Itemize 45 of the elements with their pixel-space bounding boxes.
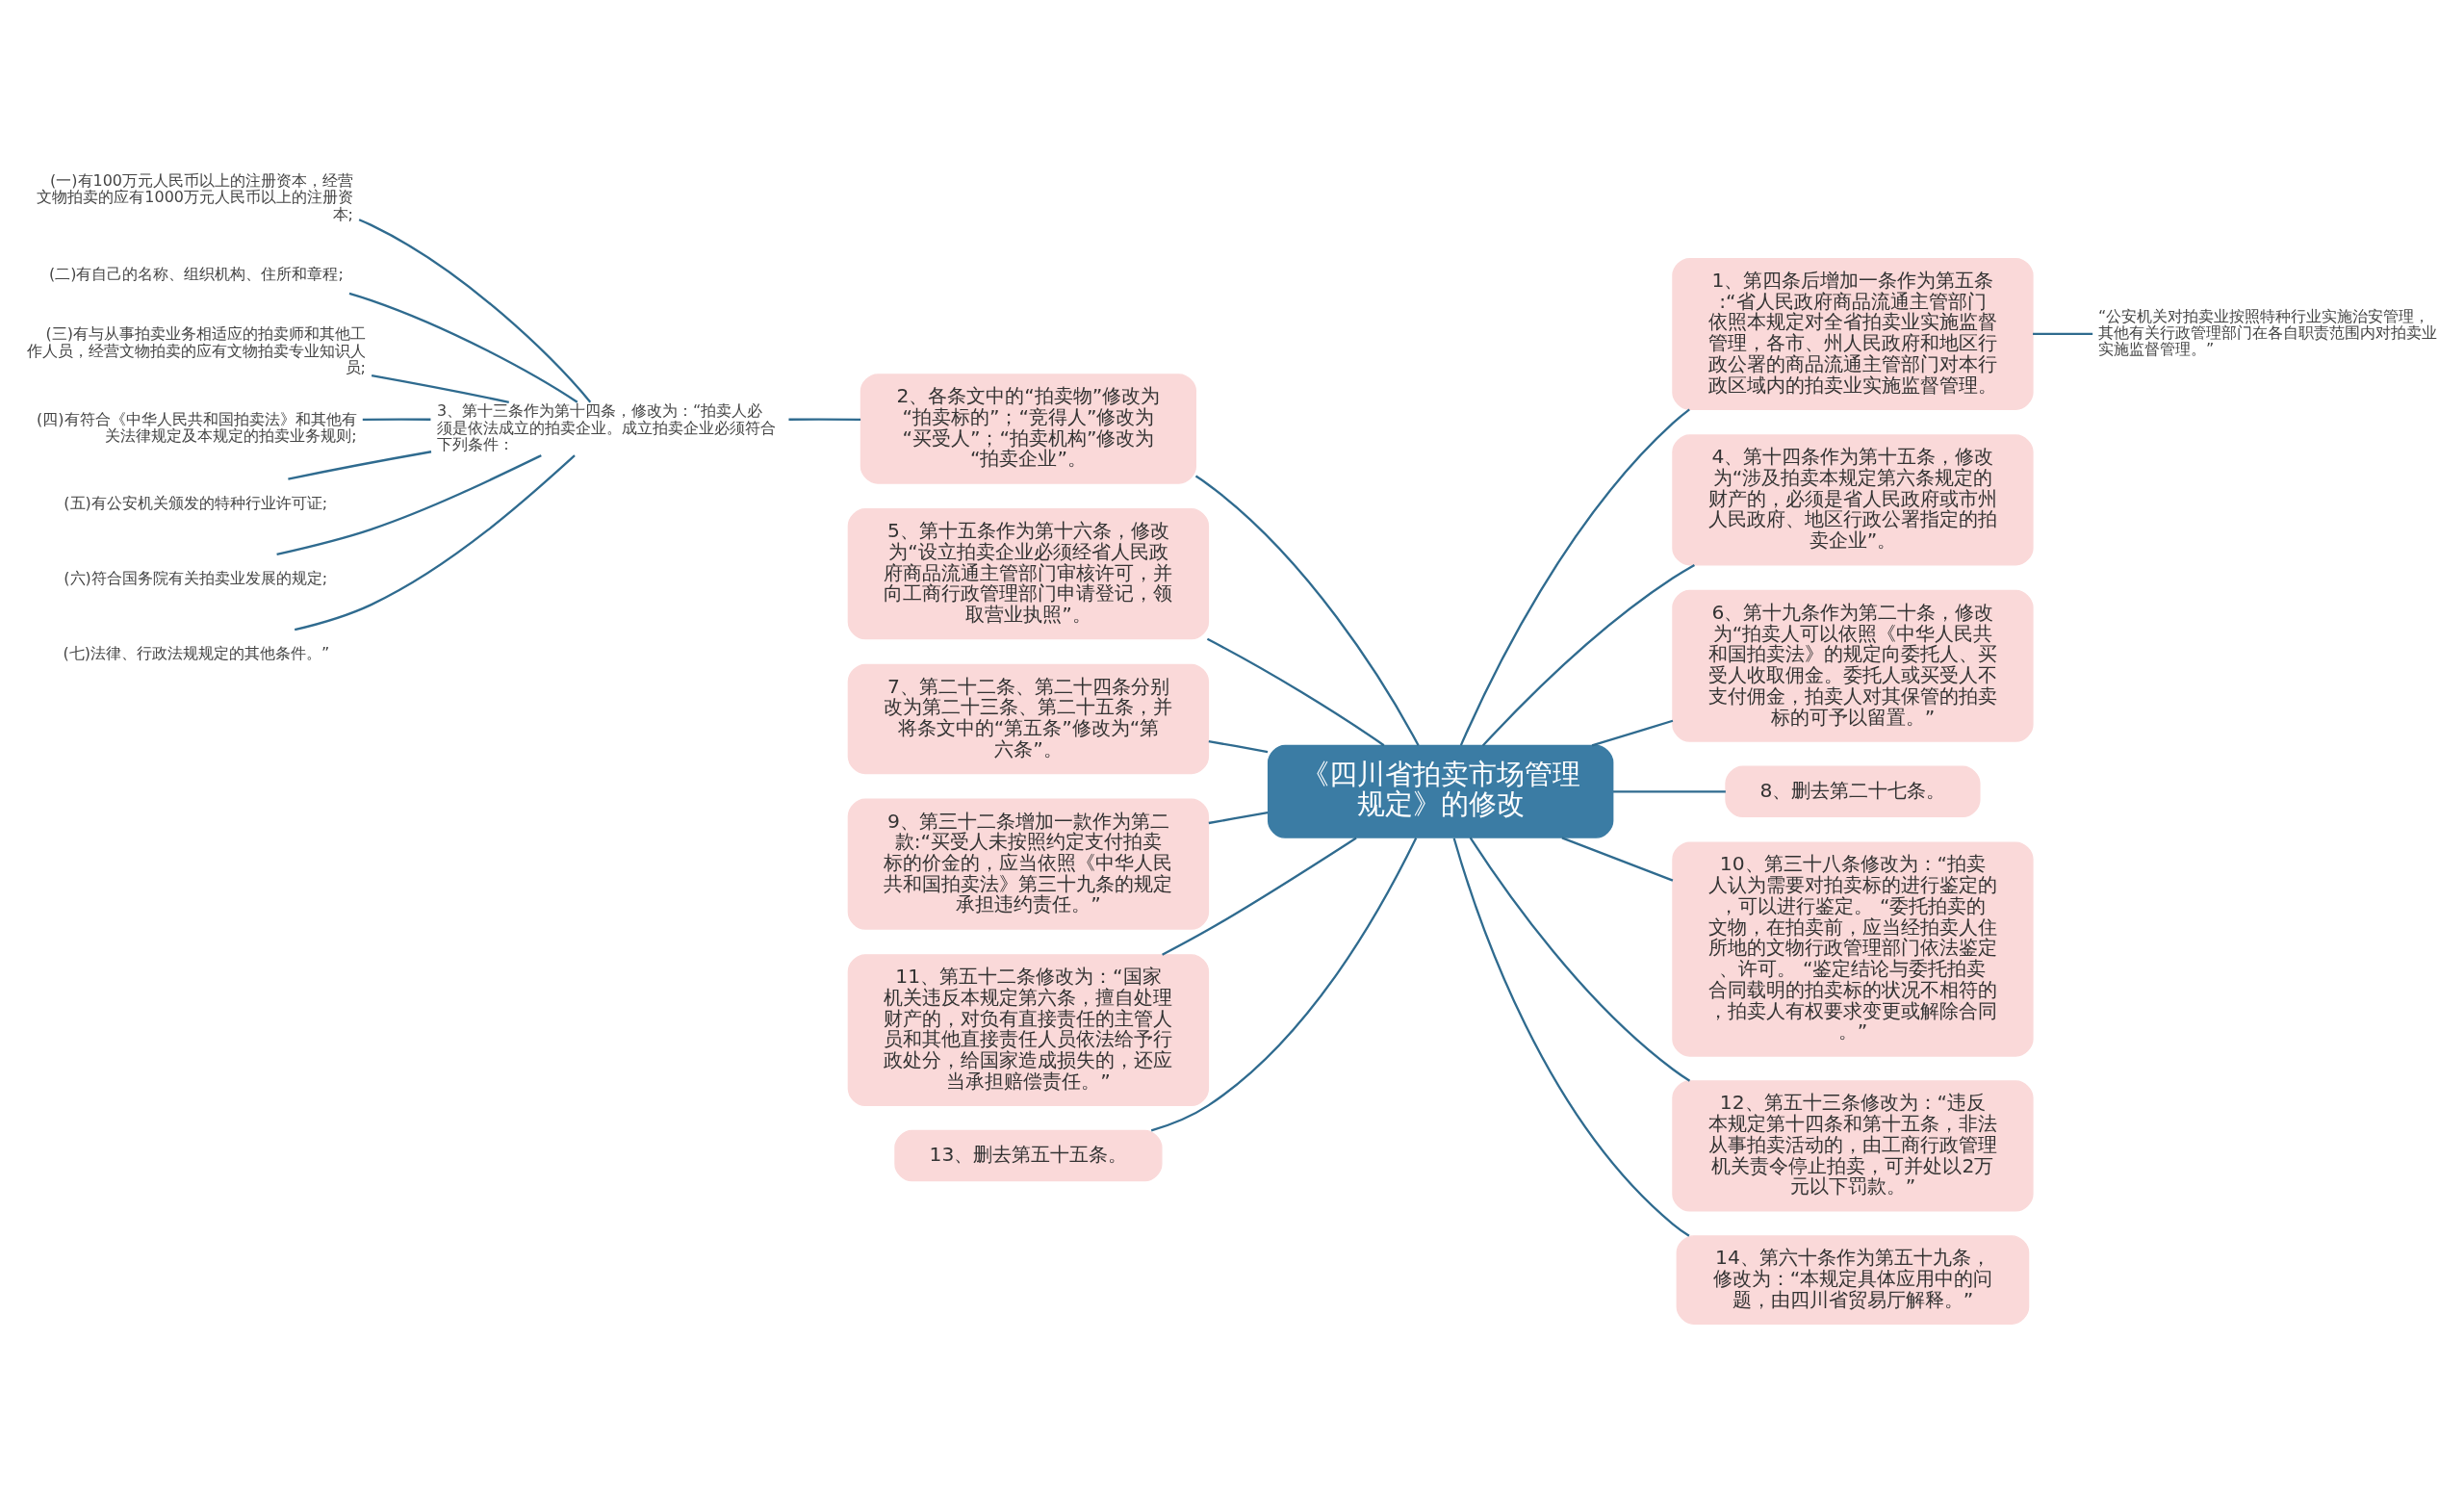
connector xyxy=(294,453,576,631)
connector xyxy=(1459,407,1690,746)
node-box: 10、第三十八条修改为：“拍卖人认为需要对拍卖标的进行鉴定的，可以进行鉴定。 “委托拍卖的文物，在拍卖前，应当经拍卖人住所地的文物行政管理部门依法鉴定、许可。 “鉴定结论与委托拍卖合同载明的拍卖标的状况不相符的，拍卖人有权要求变更或解除合同。” xyxy=(1672,840,2034,1057)
connector xyxy=(1591,719,1674,747)
node-box: 9、第三十二条增加一款作为第二款:“买受人未按照约定支付拍卖标的价金的，应当依照《中华人民共和国拍卖法》第三十九条的规定承担违约责任。” xyxy=(847,798,1210,930)
connector xyxy=(2033,332,2093,335)
connector xyxy=(1162,836,1357,956)
node-box: 1、第四条后增加一条作为第五条:“省人民政府商品流通主管部门依照本规定对全省拍卖业实施监督管理，各市、州人民政府和地区行政公署的商品流通主管部门对本行政区域内的拍卖业实施监督管理。 xyxy=(1672,257,2034,410)
node-box: 《四川省拍卖市场管理规定》的修改 xyxy=(1267,744,1614,838)
connector xyxy=(1452,837,1690,1237)
node-box: 2、各条文中的“拍卖物”修改为“拍卖标的”；“竞得人”修改为“买受人”；“拍卖机构”修改为“拍卖企业”。 xyxy=(860,373,1197,484)
node-text: (七)法律、行政法规规定的其他条件。” xyxy=(63,643,330,662)
connector xyxy=(1208,739,1269,753)
connector xyxy=(1208,811,1269,824)
connector xyxy=(362,418,431,421)
node-box: 14、第六十条作为第五十九条，修改为：“本规定具体应用中的问题，由四川省贸易厅解释。” xyxy=(1676,1234,2030,1325)
connector xyxy=(1481,563,1695,746)
connector xyxy=(1613,789,1726,792)
connector xyxy=(1206,637,1385,746)
node-box: 11、第五十二条修改为：“国家机关违反本规定第六条，擅自处理财产的，对负有直接责任的主管人员和其他直接责任人员依法给予行政处分，给国家造成损失的，还应当承担赔偿责任。” xyxy=(847,953,1210,1106)
connector xyxy=(288,450,432,480)
connector xyxy=(1561,836,1674,882)
node-text: (四)有符合《中华人民共和国拍卖法》和其他有关法律规定及本规定的拍卖业务规则; xyxy=(37,409,357,445)
node-box: 4、第十四条作为第十五条，修改为“涉及拍卖本规定第六条规定的财产的，必须是省人民政府或市州人民政府、地区行政公署指定的拍卖企业”。 xyxy=(1672,433,2034,565)
node-text: (一)有100万元人民币以上的注册资本，经营文物拍卖的应有1000万元人民币以上的注册资本; xyxy=(37,170,353,223)
node-text: (五)有公安机关颁发的特种行业许可证; xyxy=(64,493,328,512)
node-box: 5、第十五条作为第十六条，修改为“设立拍卖企业必须经省人民政府商品流通主管部门审核许可，并向工商行政管理部门申请登记，领取营业执照”。 xyxy=(847,507,1210,639)
connector xyxy=(371,374,509,403)
node-text: 3、第十三条作为第十四条，修改为：“拍卖人必须是依法成立的拍卖企业。成立拍卖企业必须符合下列条件： xyxy=(436,400,776,453)
node-box: 7、第二十二条、第二十四条分别改为第二十三条、第二十五条，并将条文中的“第五条”修改为“第六条”。 xyxy=(847,663,1210,774)
node-box: 13、删去第五十五条。 xyxy=(894,1129,1163,1181)
node-box: 6、第十九条作为第二十条，修改为“拍卖人可以依照《中华人民共和国拍卖法》的规定向委托人、买受人收取佣金。委托人或买受人不支付佣金，拍卖人对其保管的拍卖标的可予以留置。” xyxy=(1672,589,2034,742)
node-text: (六)符合国务院有关拍卖业发展的规定; xyxy=(64,568,328,587)
connector xyxy=(358,218,592,402)
connector xyxy=(1150,837,1418,1131)
node-box: 12、第五十三条修改为：“违反本规定第十四条和第十五条，非法从事拍卖活动的，由工商行政管理机关责令停止拍卖，可并处以2万元以下罚款。” xyxy=(1672,1079,2034,1212)
node-text: (二)有自己的名称、组织机构、住所和章程; xyxy=(48,264,344,283)
node-text: “公安机关对拍卖业按照特种行业实施治安管理，其他有关行政管理部门在各自职责范围内对拍卖业实施监督管理。” xyxy=(2098,306,2438,358)
connector xyxy=(348,292,578,403)
connector xyxy=(276,453,542,555)
connector xyxy=(1469,837,1691,1082)
node-box: 8、删去第二十七条。 xyxy=(1725,764,1981,817)
node-text: (三)有与从事拍卖业务相适应的拍卖师和其他工作人员，经营文物拍卖的应有文物拍卖专业知识人员; xyxy=(26,323,366,376)
connector xyxy=(1194,475,1420,746)
connector xyxy=(788,418,861,421)
